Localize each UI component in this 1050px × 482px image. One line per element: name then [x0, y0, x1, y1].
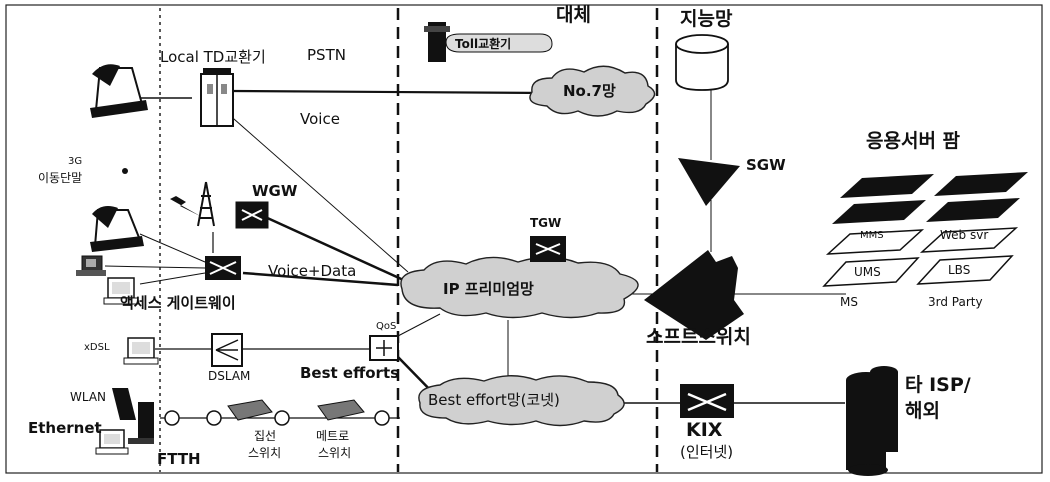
- no7-network-cloud: [529, 65, 656, 117]
- best-effort-net-label: Best effort망(코넷): [428, 391, 560, 409]
- ip-premium-cloud: [400, 256, 639, 319]
- app-server-farm-label: 응용서버 팜: [866, 130, 961, 152]
- computer-icon: [95, 429, 129, 455]
- qos-to-ip-link: [397, 313, 441, 337]
- wgw-switch-icon: [235, 201, 269, 229]
- tgw-label: TGW: [530, 216, 562, 230]
- server-lbs-label: LBS: [948, 263, 971, 277]
- internet-label: (인터넷): [680, 443, 734, 461]
- access-gateway-icon: [205, 256, 241, 280]
- isp-server-stack-icon: [846, 366, 898, 476]
- kix-switch-icon: [680, 384, 734, 418]
- server-farm-icon: [822, 172, 1028, 287]
- wlan-label: WLAN: [70, 390, 107, 404]
- best-effort-cloud: [418, 375, 625, 427]
- telephone-icon: [90, 64, 148, 118]
- access-gateway-label: 액세스 게이트웨이: [120, 294, 236, 312]
- wireless-signal-icon: [146, 178, 202, 217]
- server-ms-label: MS: [840, 295, 858, 309]
- device-to-ag-link: [104, 265, 206, 269]
- exchange-to-no7-link: [231, 89, 549, 95]
- server-mms-label: MMS: [860, 230, 884, 241]
- database-icon: [675, 34, 729, 91]
- pc-to-ag-link: [139, 272, 206, 285]
- ip-premium-label: IP 프리미엄망: [443, 280, 534, 298]
- computer-icon: [123, 337, 159, 365]
- tgw-switch-icon: [530, 236, 566, 262]
- wgw-to-ip-link: [262, 214, 411, 285]
- metro-switch-label: 메트로: [316, 429, 350, 443]
- qos-label: QoS: [376, 321, 397, 332]
- toll-exchange-label: Toll교환기: [455, 37, 512, 51]
- best-efforts-label: Best efforts: [300, 364, 400, 382]
- local-exchange-icon: [200, 68, 234, 127]
- softswitch-icon: [644, 250, 744, 340]
- sgw-icon: [678, 158, 740, 206]
- voice-link: [225, 111, 409, 273]
- ftth-label: FTTH: [157, 450, 201, 468]
- ftth-chain: [164, 399, 390, 426]
- kix-label: KIX: [686, 419, 723, 441]
- other-isp-label: 타 ISP/: [905, 374, 971, 396]
- computer-icon: [103, 277, 139, 305]
- outer-frame: [5, 4, 1043, 474]
- dslam-label: DSLAM: [208, 369, 251, 383]
- telephone-icon: [90, 206, 144, 252]
- xdsl-label: xDSL: [84, 342, 110, 353]
- aggregation-switch-label: 집선: [254, 429, 277, 443]
- voice-data-link: [242, 271, 399, 287]
- ethernet-label: Ethernet: [28, 419, 102, 437]
- toll-exchange-icon: [424, 22, 553, 62]
- dslam-icon: [211, 333, 243, 367]
- replacement-label: 대체: [556, 4, 591, 26]
- mobile-terminal-label: 이동단말: [38, 171, 83, 185]
- server-3rd-party-label: 3rd Party: [928, 295, 983, 309]
- sgw-label: SGW: [746, 156, 786, 174]
- softswitch-label: 소프트스위치: [646, 326, 751, 348]
- wgw-label: WGW: [252, 182, 298, 200]
- wlan-access-point-icon: [112, 388, 154, 444]
- intelligent-network-label: 지능망: [680, 8, 733, 30]
- video-phone-icon: [76, 255, 106, 276]
- cell-tower-icon: [197, 181, 215, 227]
- no7-network-label: No.7망: [563, 82, 616, 100]
- server-ums-label: UMS: [854, 265, 881, 279]
- qos-router-icon: [369, 335, 399, 361]
- pstn-region-label: PSTN: [307, 46, 346, 64]
- voice-data-link-label: Voice+Data: [268, 262, 357, 280]
- phone2-to-ag-link: [139, 233, 206, 263]
- aggregation-switch-icon: [227, 399, 273, 421]
- metro-switch-label-2: 스위치: [318, 446, 352, 460]
- server-web-label: Web svr: [940, 228, 989, 242]
- voice-link-label: Voice: [300, 110, 340, 128]
- mobile-handset-icon: [122, 168, 128, 174]
- mobile-3g-label: 3G: [68, 156, 83, 167]
- overseas-label: 해외: [905, 400, 940, 422]
- metro-switch-icon: [317, 399, 365, 421]
- aggregation-switch-label-2: 스위치: [248, 446, 282, 460]
- local-exchange-label: Local TD교환기: [160, 48, 266, 66]
